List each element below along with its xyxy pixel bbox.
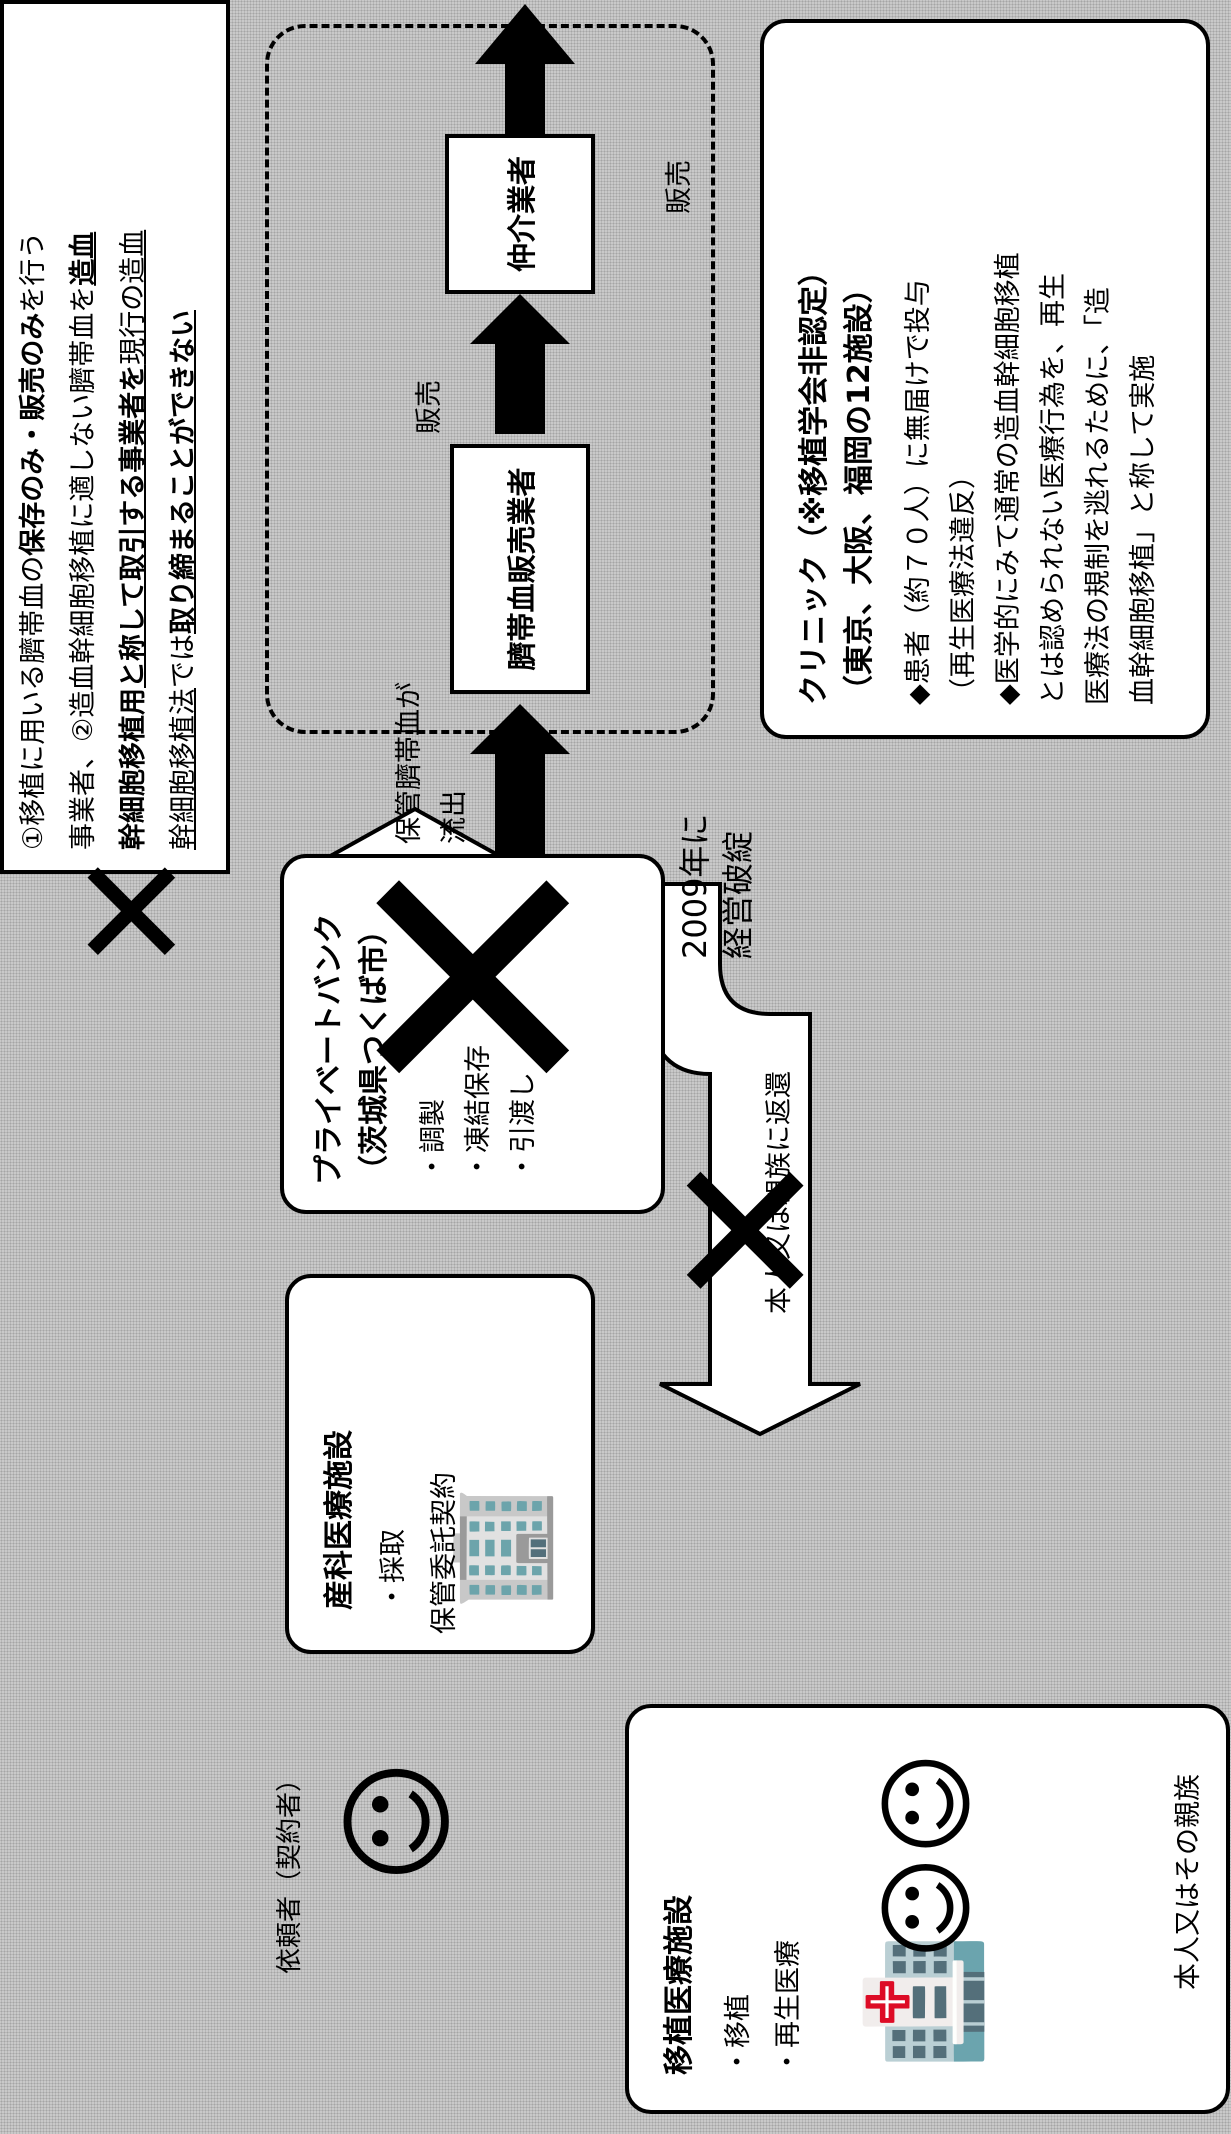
clinic-title-2: （東京、大阪、福岡の12施設）	[842, 273, 877, 705]
client-person-icon: ☺	[330, 1758, 469, 1884]
sale-label-2: 販売	[664, 160, 695, 214]
transplant-facility-item-1: ・移植	[723, 1994, 754, 2075]
note-line-3c: 現行の造血	[118, 229, 149, 365]
client-label: 依頼者（契約者）	[275, 1765, 305, 1974]
outflow-label-2: 流出	[439, 790, 470, 844]
bankruptcy-label-1: 2009年に	[676, 813, 714, 959]
note-cross-mark: ✕	[48, 848, 222, 974]
note-line-1b: 保存のみ・販売のみ	[18, 312, 49, 556]
obstetric-facility-item-1: ・採取	[378, 1529, 409, 1610]
private-bank-box: プライベートバンク （茨城県つくば市） ・調製 ・凍結保存 ・引渡し ✕	[280, 838, 671, 1214]
sale-arrow-2	[475, 4, 575, 134]
cord-blood-seller-box: 臍帯血販売業者	[450, 444, 590, 694]
private-bank-cross-mark: ✕	[287, 838, 671, 1115]
clinic-bullet-1-line-2: （再生医療法違反）	[948, 462, 979, 705]
note-box: ①移植に用いる臍帯血の保存のみ・販売のみを行う 事業者、②造血幹細胞移植に適しな…	[0, 0, 230, 874]
clinic-box: クリニック（※移植学会非認定） （東京、大阪、福岡の12施設） ◆患者（約７０人…	[760, 19, 1210, 739]
note-line-3a: 幹細胞移植用	[118, 688, 149, 850]
note-line-2a: 事業者、②造血幹細胞移植に適しない臍帯血を	[68, 285, 99, 850]
sale-label-1: 販売	[414, 380, 445, 434]
note-line-1c: を行う	[18, 231, 49, 313]
transplant-facility-caption: 本人又はその親族	[1173, 1774, 1204, 1990]
clinic-bullet-2-line-2: とは認められない医療行為を、再生	[1038, 273, 1069, 705]
clinic-bullet-1-line-1: ◆患者（約７０人）に無届けで投与	[903, 279, 934, 705]
note-line-3b: と称して取引する事業者を	[118, 364, 149, 688]
outflow-label-1: 保管臍帯血が	[394, 682, 425, 844]
return-arrow	[648, 882, 861, 1437]
clinic-bullet-2-line-4: 血幹細胞移植」と称して実施	[1128, 354, 1159, 705]
transplant-facility-item-2: ・再生医療	[773, 1940, 804, 2075]
note-line-1a: ①移植に用いる臍帯血の	[18, 555, 49, 850]
family-icon: ☺☺	[869, 1751, 986, 1961]
clinic-bullet-2-line-3: 医療法の規制を逃れるために、「造	[1083, 287, 1114, 705]
transplant-facility-title: 移植医療施設	[662, 1895, 697, 2075]
bankruptcy-label-2: 経営破綻	[719, 830, 757, 959]
note-line-4a: 幹細胞移植法	[168, 688, 199, 850]
sale-arrow-1	[470, 294, 570, 434]
storage-contract-label: 保管委託契約	[429, 1472, 460, 1634]
note-line-4b: では	[168, 634, 199, 688]
clinic-title-1: クリニック（※移植学会非認定）	[797, 255, 832, 705]
transplant-facility-box: 移植医療施設 ・移植 ・再生医療 🏥 ☺☺ 本人又はその親族	[625, 1704, 1230, 2114]
return-cross-mark: ✕	[633, 1146, 866, 1314]
note-line-2b: 造血	[68, 231, 99, 286]
broker-box: 仲介業者	[445, 134, 595, 294]
obstetric-facility-title: 産科医療施設	[322, 1430, 357, 1610]
outflow-arrow	[470, 704, 570, 854]
clinic-bullet-2-line-1: ◆医学的にみて通常の造血幹細胞移植	[993, 252, 1024, 705]
note-line-4c: 取り締まることができない	[168, 310, 199, 634]
